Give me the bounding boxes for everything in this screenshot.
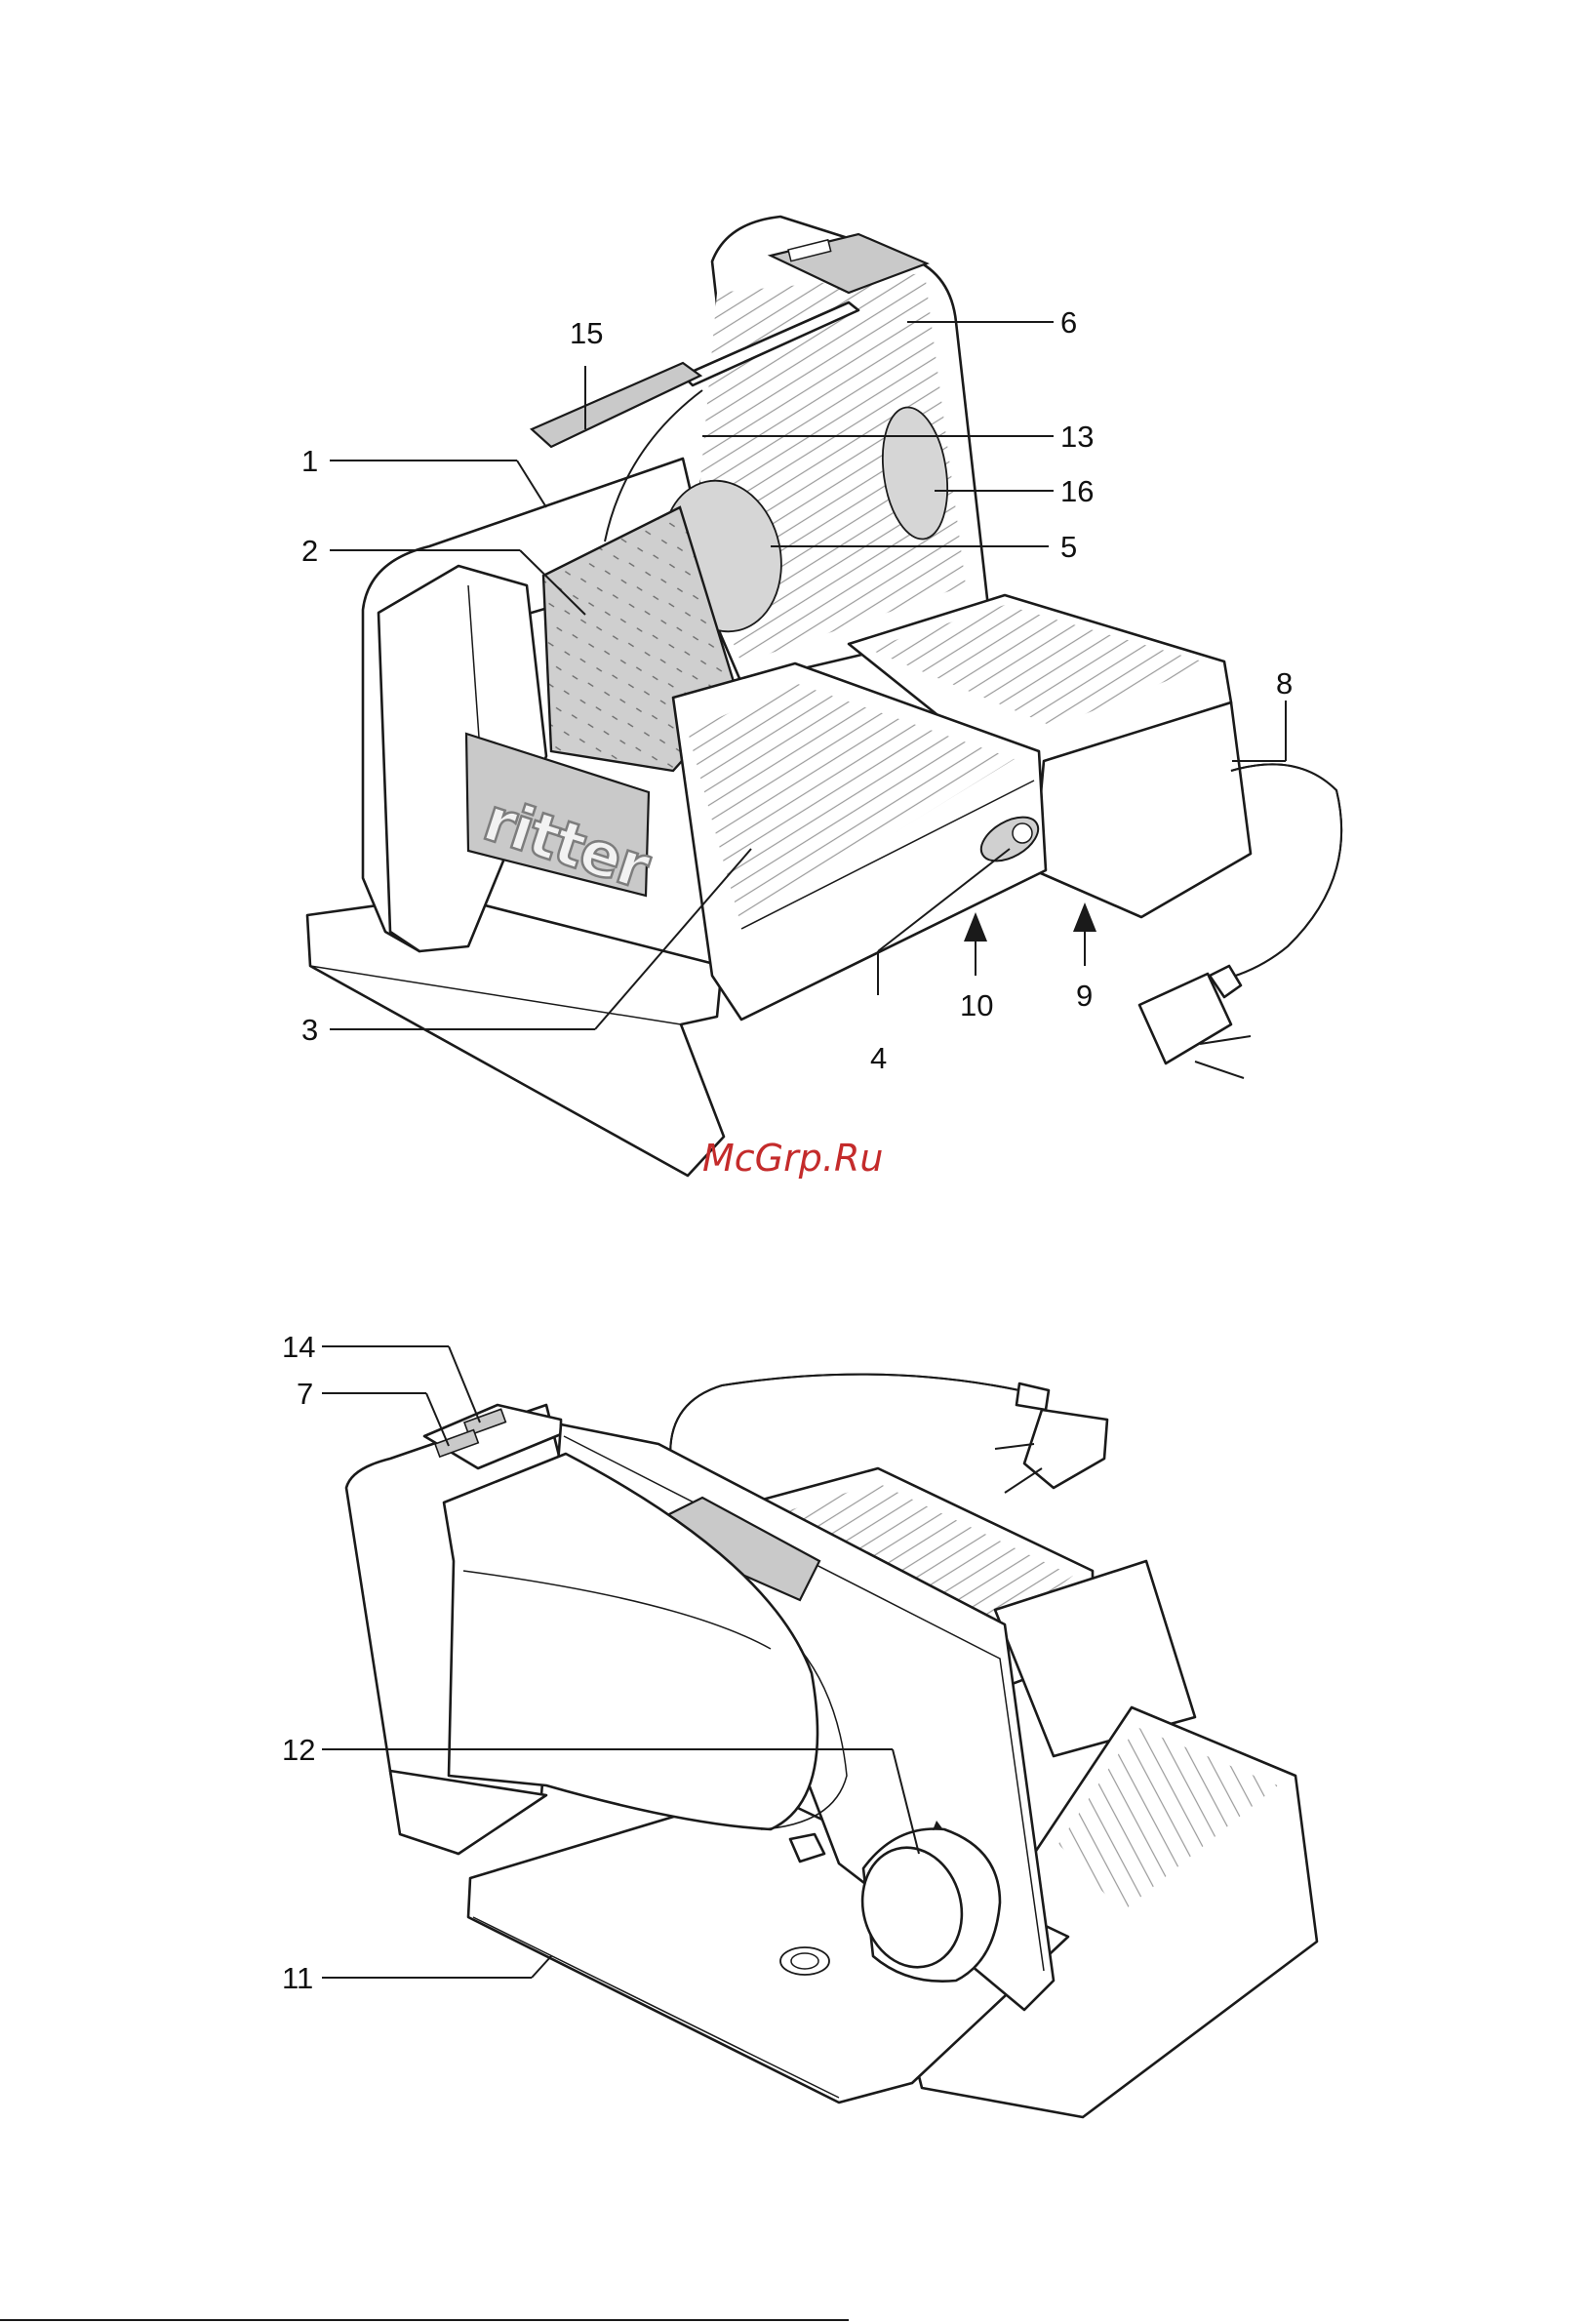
callout-1: 1 — [301, 444, 318, 478]
callout-16: 16 — [1060, 474, 1094, 508]
callout-6: 6 — [1060, 305, 1077, 340]
slicer-top-view: ritter 1 2 3 4 5 6 8 9 1 — [301, 217, 1341, 1176]
callout-10: 10 — [960, 988, 993, 1022]
watermark: McGrp.Ru — [702, 1137, 883, 1180]
callout-12: 12 — [282, 1733, 315, 1767]
callout-11: 11 — [282, 1961, 313, 1995]
callout-13: 13 — [1060, 420, 1094, 454]
callout-8: 8 — [1276, 666, 1293, 701]
callout-2: 2 — [301, 534, 318, 568]
power-plug — [1139, 966, 1251, 1078]
callout-3: 3 — [301, 1013, 318, 1047]
base-foot — [307, 896, 724, 1176]
callout-4: 4 — [870, 1041, 887, 1075]
rear-power-plug — [995, 1383, 1107, 1493]
callout-15: 15 — [570, 316, 603, 350]
callout-9: 9 — [1076, 979, 1093, 1013]
callout-7: 7 — [297, 1377, 313, 1411]
callout-5: 5 — [1060, 530, 1077, 564]
hand-grip-15 — [532, 363, 700, 447]
slicer-rear-view: 14 7 12 11 — [282, 1330, 1317, 2117]
rear-power-cord — [670, 1375, 1019, 1478]
callout-14: 14 — [282, 1330, 315, 1364]
